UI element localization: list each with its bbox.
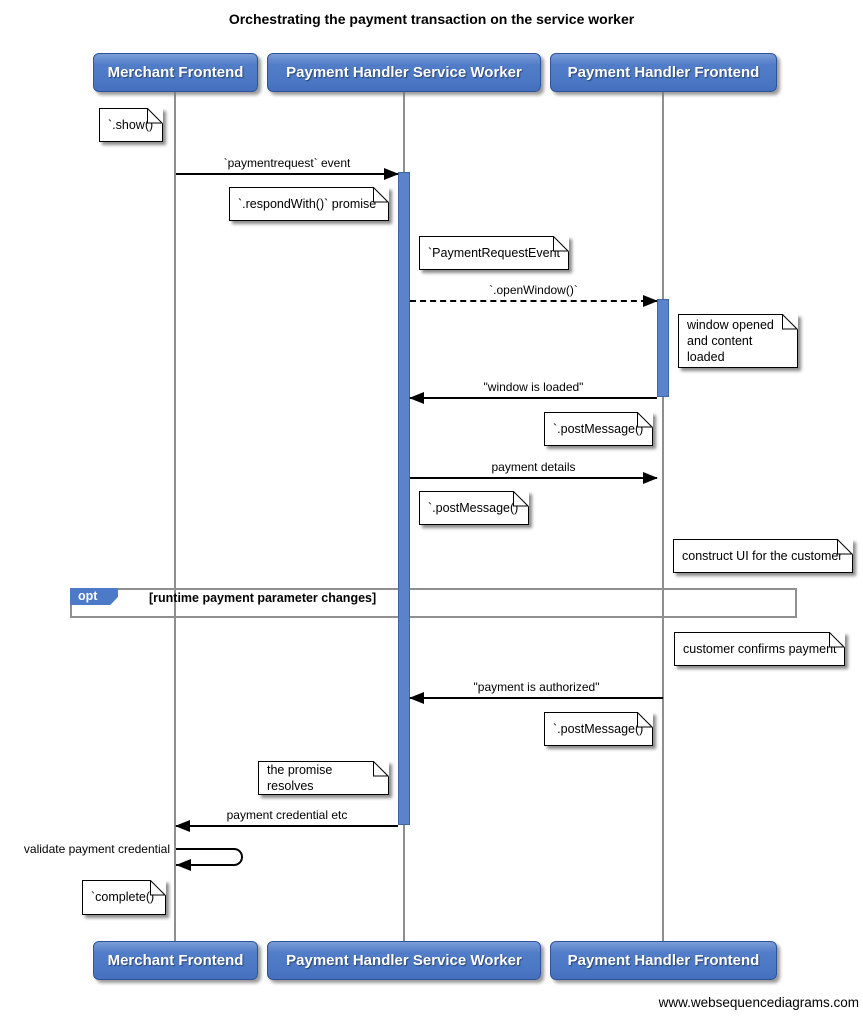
watermark: www.websequencediagrams.com <box>658 995 859 1010</box>
note-payment-request-event: `PaymentRequestEvent` <box>419 236 569 270</box>
note-text: the promise resolves <box>267 762 333 793</box>
message-label: "payment is authorized" <box>473 680 600 694</box>
message-label: "window is loaded" <box>483 380 584 394</box>
note-post-message-2: `.postMessage()` <box>419 491 529 525</box>
actor-label: Payment Handler Service Worker <box>286 952 522 969</box>
actor-payment-handler-frontend-bottom: Payment Handler Frontend <box>550 941 777 980</box>
note-fold-icon <box>782 314 798 330</box>
message-payment-details: payment details <box>410 460 658 484</box>
activation-service-worker <box>398 172 410 825</box>
note-complete: `complete()` <box>82 880 166 915</box>
actor-label: Payment Handler Service Worker <box>286 64 522 81</box>
actor-service-worker-bottom: Payment Handler Service Worker <box>267 941 541 980</box>
actor-label: Merchant Frontend <box>107 64 244 81</box>
note-promise-resolves: the promise resolves <box>258 761 389 795</box>
note-fold-icon <box>513 491 529 507</box>
message-validate-credential-label: validate payment credential <box>23 842 170 856</box>
lifeline-payment-handler-frontend <box>662 92 664 941</box>
note-text: construct UI for the customer <box>682 548 843 563</box>
note-text: `.show()` <box>108 117 158 132</box>
actor-merchant-frontend-bottom: Merchant Frontend <box>93 941 258 980</box>
opt-fragment: opt [runtime payment parameter changes] <box>70 588 797 618</box>
note-text: window opened and content loaded <box>687 317 774 365</box>
message-open-window: `.openWindow()` <box>410 283 658 307</box>
actor-service-worker-top: Payment Handler Service Worker <box>267 53 541 92</box>
note-fold-icon <box>150 880 166 896</box>
actor-merchant-frontend-top: Merchant Frontend <box>93 53 258 92</box>
note-show: `.show()` <box>99 108 163 142</box>
arrowhead-icon <box>384 168 399 180</box>
note-window-opened: window opened and content loaded <box>678 314 798 368</box>
message-label: `.openWindow()` <box>489 283 578 297</box>
arrowhead-icon <box>176 859 191 871</box>
arrowhead-icon <box>409 392 424 404</box>
message-window-loaded: "window is loaded" <box>409 380 657 404</box>
message-payment-request: `paymentrequest` event <box>176 156 399 180</box>
note-text: `.postMessage()` <box>553 421 648 436</box>
note-fold-icon <box>373 187 389 203</box>
diagram-title: Orchestrating the payment transaction on… <box>228 11 635 27</box>
arrowhead-icon <box>409 692 424 704</box>
note-fold-icon <box>553 236 569 252</box>
note-fold-icon <box>837 539 853 555</box>
note-text: `complete()` <box>91 890 159 905</box>
note-text: customer confirms payment <box>683 641 837 656</box>
note-fold-icon <box>147 108 163 124</box>
opt-fragment-guard: [runtime payment parameter changes] <box>149 591 377 605</box>
actor-label: Payment Handler Frontend <box>567 64 760 81</box>
arrowhead-icon <box>643 472 658 484</box>
note-post-message-1: `.postMessage()` <box>544 412 653 446</box>
message-payment-credential: payment credential etc <box>175 808 398 832</box>
note-text: `.postMessage()` <box>428 500 523 515</box>
actor-label: Payment Handler Frontend <box>567 952 760 969</box>
note-text: `PaymentRequestEvent` <box>428 245 565 260</box>
arrowhead-icon <box>643 295 658 307</box>
message-payment-authorized: "payment is authorized" <box>409 680 663 704</box>
note-text: `.respondWith()` promise <box>238 196 377 211</box>
note-fold-icon <box>373 761 389 777</box>
note-post-message-3: `.postMessage()` <box>544 712 653 746</box>
actor-payment-handler-frontend-top: Payment Handler Frontend <box>550 53 777 92</box>
note-construct-ui: construct UI for the customer <box>673 539 853 573</box>
note-fold-icon <box>829 632 845 648</box>
note-text: `.postMessage()` <box>553 721 648 736</box>
activation-payment-handler-frontend <box>657 299 669 397</box>
note-respond-with: `.respondWith()` promise <box>229 187 389 221</box>
message-label: `paymentrequest` event <box>223 156 351 170</box>
lifeline-merchant-frontend <box>174 92 176 941</box>
opt-fragment-operator: opt <box>70 588 118 605</box>
message-label: payment credential etc <box>226 808 348 822</box>
note-customer-confirms: customer confirms payment <box>674 632 845 666</box>
note-fold-icon <box>637 712 653 728</box>
message-label: payment details <box>491 460 576 474</box>
note-fold-icon <box>637 412 653 428</box>
arrowhead-icon <box>175 820 190 832</box>
message-validate-credential-loop <box>176 848 243 866</box>
actor-label: Merchant Frontend <box>107 952 244 969</box>
